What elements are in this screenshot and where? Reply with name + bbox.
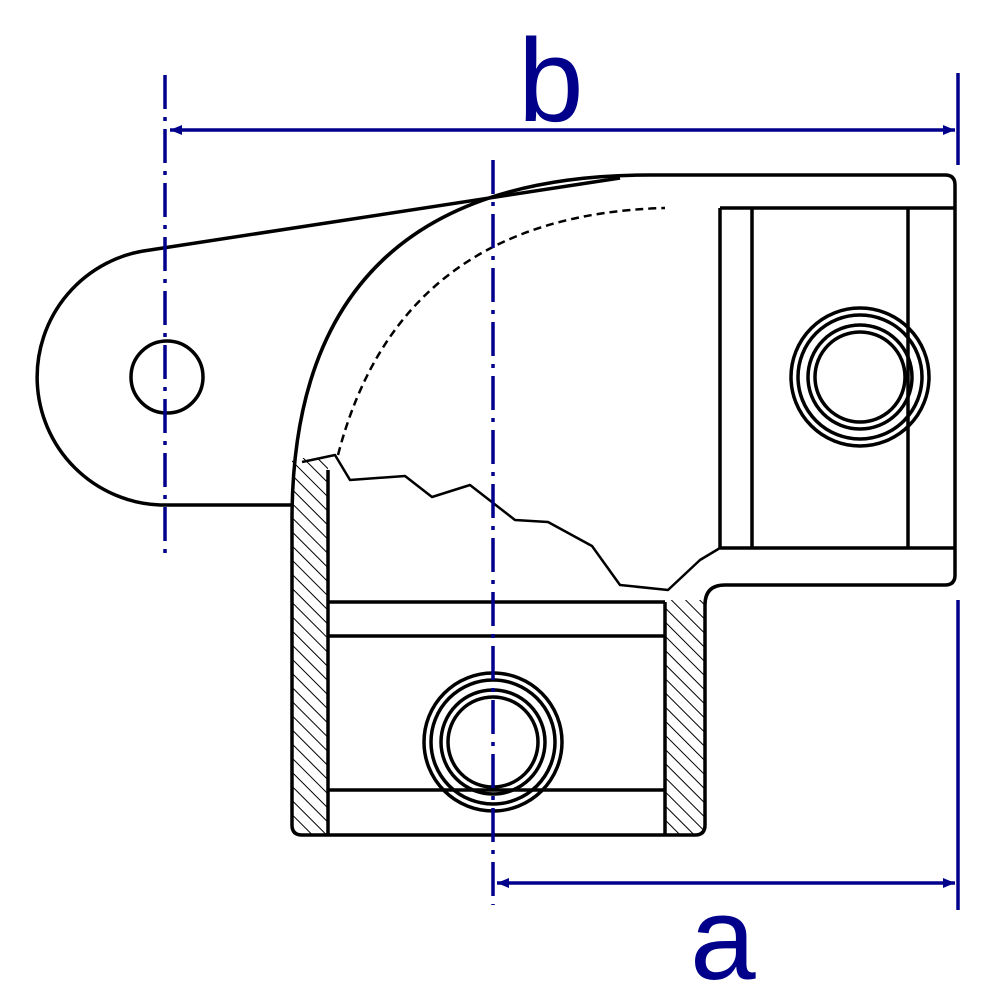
- left-wall-section: [292, 458, 328, 835]
- bottom-socket: [326, 470, 667, 835]
- right-grub-screw-hole: [789, 306, 931, 448]
- dimension-b-label: b: [518, 15, 584, 147]
- fitting-outline: [35, 173, 957, 837]
- right-wall-section: [665, 600, 705, 835]
- section-break-line: [301, 453, 721, 592]
- lug-hole: [129, 339, 205, 415]
- mounting-lug: [35, 176, 621, 507]
- dimension-lines: [163, 73, 960, 910]
- hidden-bore: [336, 206, 666, 456]
- right-socket: [718, 206, 955, 550]
- dimension-a-label: a: [690, 873, 756, 1000]
- elbow-body: [290, 173, 957, 837]
